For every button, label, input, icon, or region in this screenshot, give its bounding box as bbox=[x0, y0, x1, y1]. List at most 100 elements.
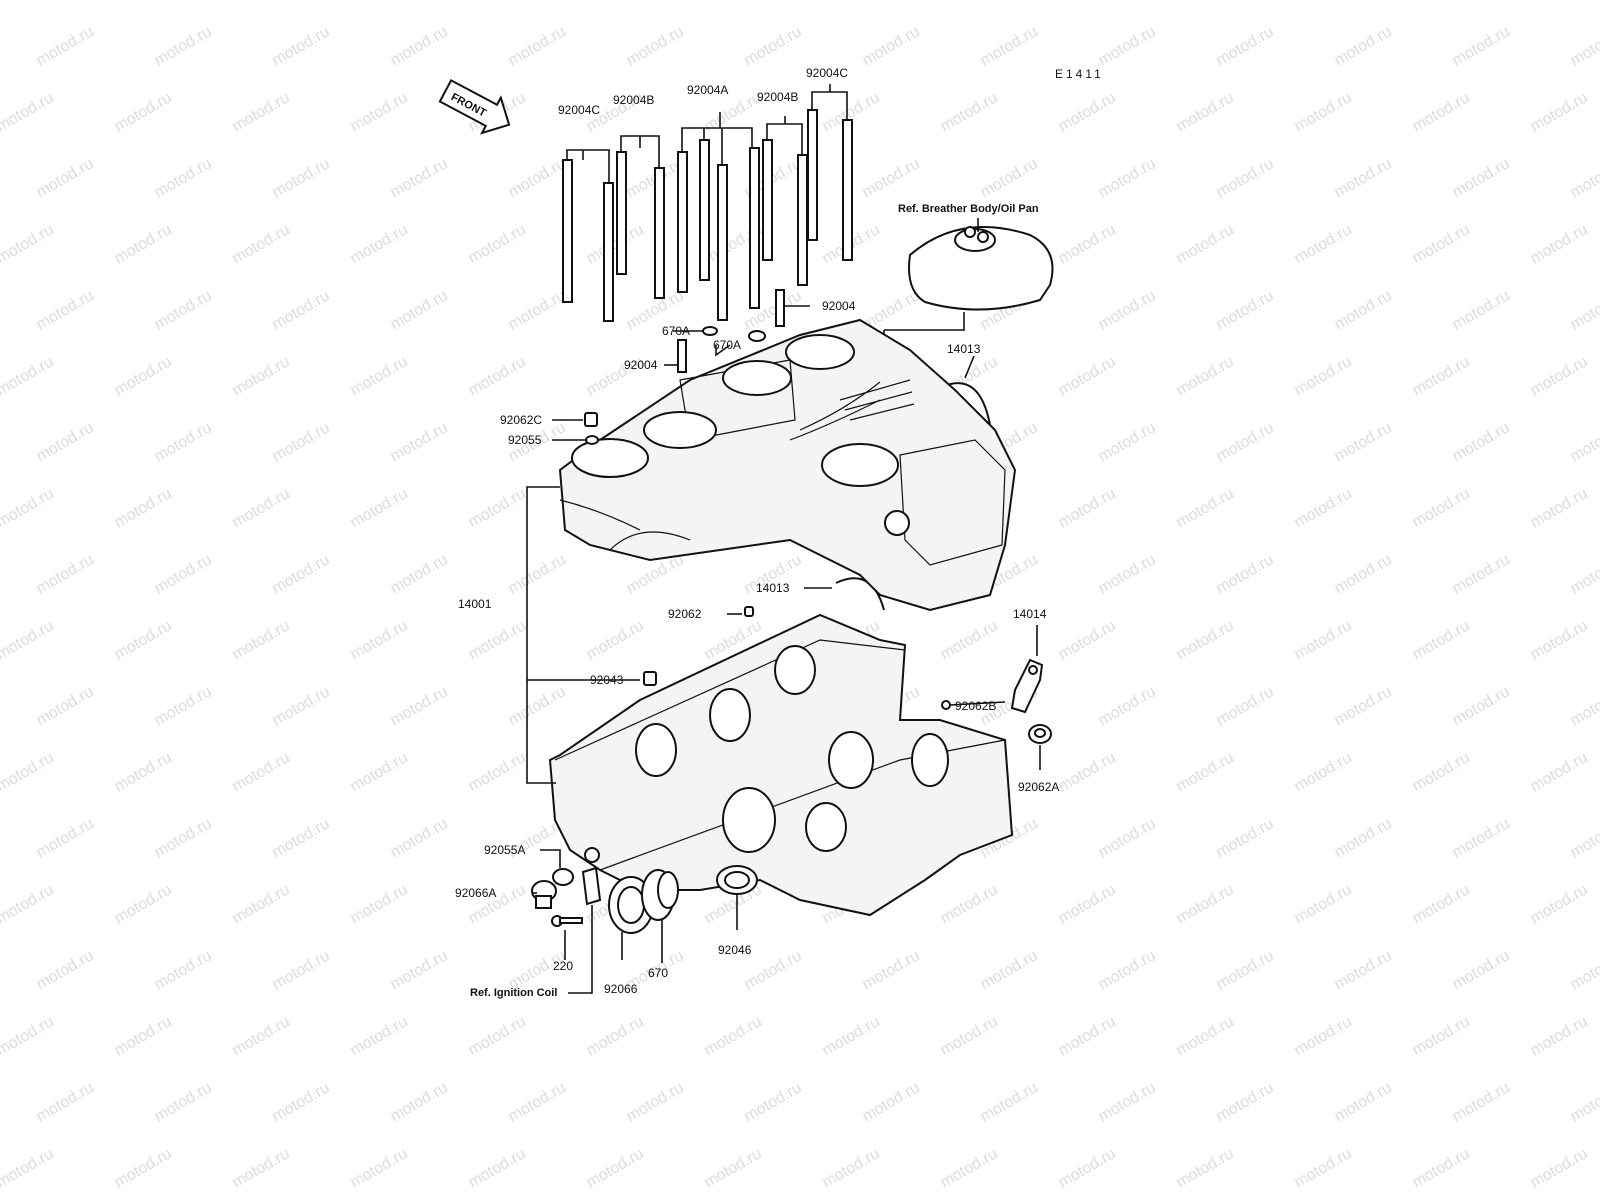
callout-14013-top: 14013 bbox=[947, 342, 981, 356]
watermark-text: motod.ru bbox=[112, 0, 175, 3]
diagram-code: E1411 bbox=[1055, 67, 1104, 81]
watermark-text: motod.ru bbox=[348, 881, 411, 927]
watermark-text: motod.ru bbox=[112, 617, 175, 663]
watermark-text: motod.ru bbox=[1332, 419, 1395, 465]
watermark-text: motod.ru bbox=[820, 1013, 883, 1059]
watermark-text: motod.ru bbox=[1410, 617, 1473, 663]
watermark-text: motod.ru bbox=[624, 1079, 687, 1125]
watermark-text: motod.ru bbox=[1096, 815, 1159, 861]
watermark-text: motod.ru bbox=[152, 419, 215, 465]
watermark-text: motod.ru bbox=[1292, 353, 1355, 399]
stud-92004A-2 bbox=[699, 139, 710, 281]
watermark-text: motod.ru bbox=[1056, 881, 1119, 927]
watermark-text: motod.ru bbox=[348, 749, 411, 795]
watermark-text: motod.ru bbox=[1096, 683, 1159, 729]
watermark-text: motod.ru bbox=[1450, 287, 1513, 333]
watermark-text: motod.ru bbox=[34, 287, 97, 333]
ref-breather-body-oil-pan: Ref. Breather Body/Oil Pan bbox=[898, 203, 1039, 215]
watermark-text: motod.ru bbox=[0, 1013, 57, 1059]
watermark-text: motod.ru bbox=[348, 221, 411, 267]
watermark-text: motod.ru bbox=[1332, 287, 1395, 333]
stud-92004A-1 bbox=[677, 151, 688, 293]
stud-92004C-3 bbox=[807, 109, 818, 241]
watermark-text: motod.ru bbox=[1056, 89, 1119, 135]
watermark-text: motod.ru bbox=[270, 23, 333, 69]
watermark-text: motod.ru bbox=[506, 551, 569, 597]
watermark-text: motod.ru bbox=[1332, 1079, 1395, 1125]
watermark-text: motod.ru bbox=[1292, 1013, 1355, 1059]
watermark-text: motod.ru bbox=[1410, 881, 1473, 927]
watermark-text: motod.ru bbox=[1214, 155, 1277, 201]
callout-14001: 14001 bbox=[458, 597, 492, 611]
watermark-text: motod.ru bbox=[1528, 617, 1591, 663]
watermark-text: motod.ru bbox=[1292, 0, 1355, 3]
watermark-text: motod.ru bbox=[820, 0, 883, 3]
callout-92046: 92046 bbox=[718, 943, 752, 957]
callout-labels: 92004C 92004B 92004A 92004B 92004C 92004… bbox=[455, 66, 1059, 999]
watermark-text: motod.ru bbox=[152, 1079, 215, 1125]
watermark-text: motod.ru bbox=[1528, 485, 1591, 531]
callout-92055A: 92055A bbox=[484, 843, 525, 857]
watermark-text: motod.ru bbox=[1056, 485, 1119, 531]
watermark-text: motod.ru bbox=[1410, 749, 1473, 795]
watermark-text: motod.ru bbox=[230, 1013, 293, 1059]
callout-14013-mid: 14013 bbox=[756, 581, 790, 595]
watermark-text: motod.ru bbox=[978, 947, 1041, 993]
watermark-text: motod.ru bbox=[978, 23, 1041, 69]
callout-92004B-right: 92004B bbox=[757, 90, 798, 104]
breather-cover bbox=[908, 226, 1054, 311]
oring-670 bbox=[641, 869, 679, 921]
watermark-text: motod.ru bbox=[1292, 617, 1355, 663]
watermark-text: motod.ru bbox=[860, 947, 923, 993]
watermark-text: motod.ru bbox=[34, 1079, 97, 1125]
watermark-text: motod.ru bbox=[860, 155, 923, 201]
bolt-220 bbox=[551, 915, 583, 927]
stud-92004C-4 bbox=[842, 119, 853, 261]
watermark-text: motod.ru bbox=[112, 485, 175, 531]
watermark-text: motod.ru bbox=[112, 1145, 175, 1191]
callout-92066: 92066 bbox=[604, 982, 638, 996]
dowel-92062B bbox=[941, 700, 951, 710]
watermark-text: motod.ru bbox=[1096, 947, 1159, 993]
watermark-text: motod.ru bbox=[0, 617, 57, 663]
watermark-text: motod.ru bbox=[152, 947, 215, 993]
watermark-text: motod.ru bbox=[938, 89, 1001, 135]
watermark-text: motod.ru bbox=[1568, 947, 1600, 993]
watermark-text: motod.ru bbox=[1096, 1079, 1159, 1125]
watermark-text: motod.ru bbox=[1292, 221, 1355, 267]
stud-leader-lines bbox=[566, 84, 848, 366]
watermark-text: motod.ru bbox=[466, 353, 529, 399]
bearing-92046 bbox=[716, 865, 758, 895]
watermark-text: motod.ru bbox=[938, 881, 1001, 927]
watermark-text: motod.ru bbox=[584, 617, 647, 663]
watermark-text: motod.ru bbox=[34, 155, 97, 201]
stud-92004-short-right bbox=[775, 289, 785, 327]
watermark-text: motod.ru bbox=[348, 89, 411, 135]
watermark-text: motod.ru bbox=[34, 23, 97, 69]
watermark-text: motod.ru bbox=[1332, 155, 1395, 201]
watermark-text: motod.ru bbox=[348, 617, 411, 663]
watermark-text: motod.ru bbox=[270, 683, 333, 729]
watermark-text: motod.ru bbox=[1450, 1079, 1513, 1125]
watermark-text: motod.ru bbox=[742, 23, 805, 69]
watermark-text: motod.ru bbox=[466, 0, 529, 3]
watermark-text: motod.ru bbox=[1410, 221, 1473, 267]
watermark-text: motod.ru bbox=[230, 353, 293, 399]
watermark-text: motod.ru bbox=[1528, 1145, 1591, 1191]
watermark-text: motod.ru bbox=[270, 419, 333, 465]
callout-92004-right: 92004 bbox=[822, 299, 856, 313]
watermark-text: motod.ru bbox=[388, 947, 451, 993]
watermark-text: motod.ru bbox=[466, 749, 529, 795]
dowel-92062C bbox=[584, 412, 598, 427]
watermark-text: motod.ru bbox=[1568, 1079, 1600, 1125]
watermark-text: motod.ru bbox=[1332, 815, 1395, 861]
watermark-text: motod.ru bbox=[506, 683, 569, 729]
callout-670A-left: 670A bbox=[662, 324, 690, 338]
watermark-text: motod.ru bbox=[978, 155, 1041, 201]
watermark-text: motod.ru bbox=[1056, 749, 1119, 795]
stud-92004A-3 bbox=[717, 164, 728, 321]
stud-92004C-1 bbox=[562, 159, 573, 303]
callout-92004-left: 92004 bbox=[624, 358, 658, 372]
watermark-text: motod.ru bbox=[466, 221, 529, 267]
callout-92062B: 92062B bbox=[955, 699, 996, 713]
